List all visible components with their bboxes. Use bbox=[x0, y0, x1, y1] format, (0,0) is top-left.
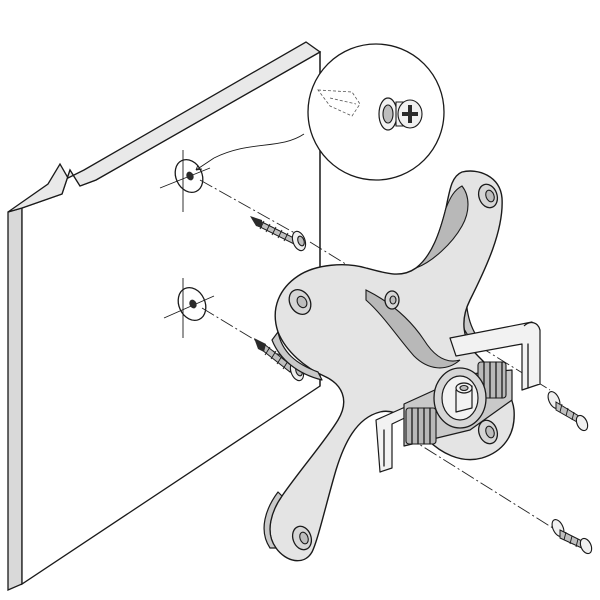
wall-left-edge bbox=[7, 207, 23, 591]
bracket-fin bbox=[365, 289, 461, 369]
wall-hole-lower bbox=[163, 278, 215, 338]
bracket-body bbox=[269, 170, 515, 562]
wall-screw-upper bbox=[250, 216, 307, 252]
mount-bracket bbox=[263, 170, 541, 562]
callout-circle bbox=[307, 43, 445, 181]
pivot-hub bbox=[433, 367, 487, 429]
bracket-hole-left bbox=[288, 289, 312, 315]
bracket-hole-bottom bbox=[291, 525, 313, 551]
phillips-cross-icon bbox=[402, 105, 418, 123]
callout-leader-line bbox=[213, 133, 305, 159]
bracket-hole-center bbox=[384, 290, 400, 310]
bracket-screw-upper bbox=[547, 391, 589, 432]
bracket-hole-top bbox=[477, 183, 499, 209]
wall-hole-upper bbox=[159, 150, 215, 212]
detail-callout bbox=[307, 43, 445, 181]
bracket-hole-right bbox=[477, 419, 499, 445]
bracket-screw-lower bbox=[551, 519, 593, 555]
hinge-rollers bbox=[405, 361, 507, 445]
wall-panel bbox=[7, 41, 322, 591]
